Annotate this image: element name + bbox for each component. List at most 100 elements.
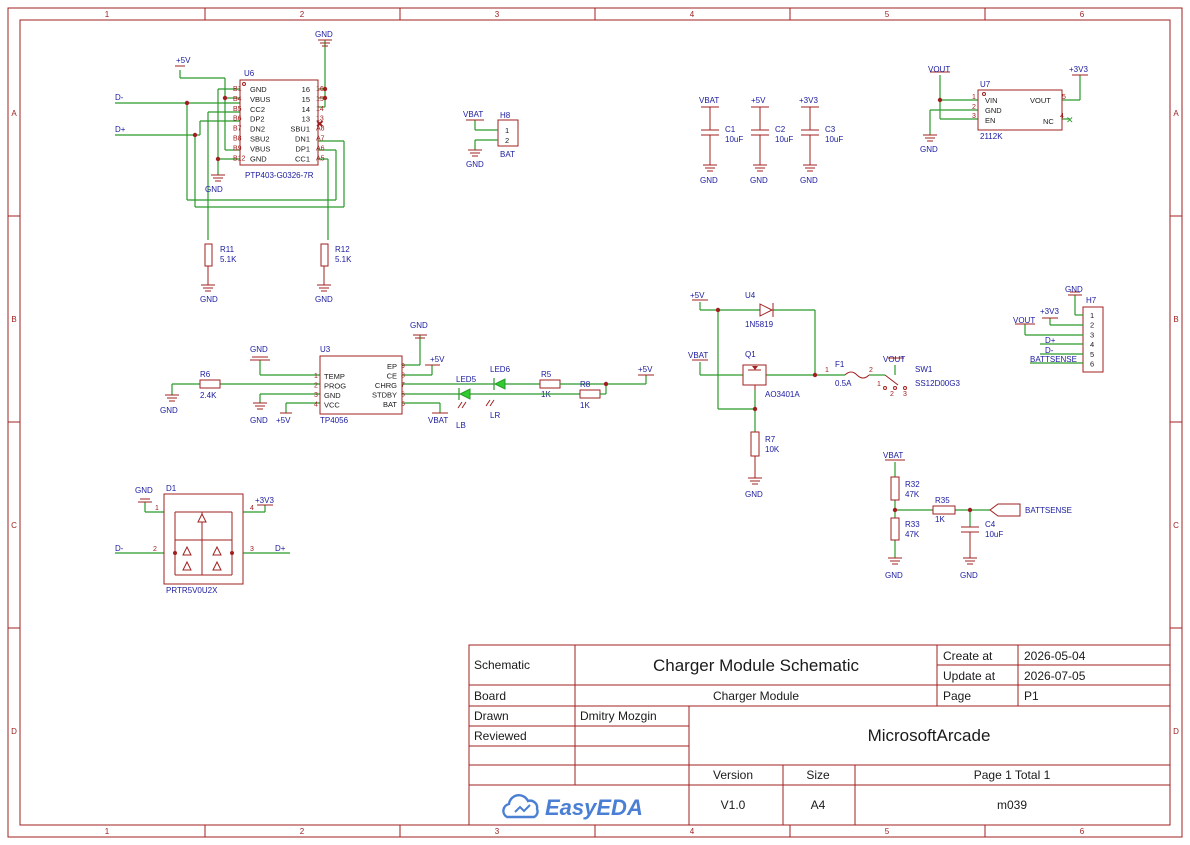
power-path-circuit[interactable]: +5V VBAT [688, 291, 896, 432]
u6-pin-name: DP2 [250, 115, 265, 124]
sw1-pin-num: 3 [903, 391, 907, 398]
vbat-label: VBAT [883, 451, 903, 460]
ground-label: GND [315, 295, 333, 304]
ground-label: GND [960, 571, 978, 580]
u6-pin-name: VBUS [250, 95, 270, 104]
row-label-left: A [11, 109, 17, 118]
r7-resistor[interactable]: R7 10K GND [745, 431, 780, 499]
led5-ref: LED5 [456, 375, 477, 384]
sw1-slide-switch[interactable]: VOUT SW1 SS12D00G3 1 2 3 [877, 355, 960, 398]
r35-resistor[interactable]: R35 1K [932, 496, 956, 524]
u7-ldo-regulator[interactable]: ✕ VOUT +3V3 GND U7 2112K 1 2 3 VIN GND E… [920, 65, 1088, 154]
c3-value: 10uF [825, 135, 843, 144]
led5-led[interactable]: LED5 LB [456, 375, 520, 430]
h7-pin-num: 5 [1090, 350, 1094, 359]
u6-pin-name: CC2 [250, 105, 265, 114]
tb-project-name: MicrosoftArcade [868, 726, 991, 745]
sw1-part: SS12D00G3 [915, 379, 960, 388]
u7-pin-name: EN [985, 116, 995, 125]
c4-ref: C4 [985, 520, 996, 529]
tb-reviewed-label: Reviewed [474, 729, 527, 743]
u6-pin-name: SBU2 [250, 135, 270, 144]
r32-resistor[interactable]: R32 47K [890, 476, 920, 501]
h7-pin-num: 2 [1090, 321, 1094, 330]
u6-pin-name: DP1 [295, 144, 310, 153]
u6-pin-num: A6 [316, 145, 325, 152]
u6-pin-name: 16 [302, 85, 310, 94]
u6-body [239, 79, 319, 166]
power-5v-label: +5V [276, 416, 291, 425]
u6-pin-name: SBU1 [290, 125, 310, 134]
d1-esd-protection[interactable]: GND +3V3 D- D+ D1 PRTR5V0U2X 1 2 3 4 [115, 484, 290, 595]
f1-pin-num: 2 [869, 367, 873, 374]
battery-sense-divider[interactable]: VBAT BATTSENSE GND [883, 451, 1072, 580]
row-label-right: A [1173, 109, 1179, 118]
c3-capacitor[interactable]: +3V3 C3 10uF GND [799, 96, 843, 185]
r6-value: 2.4K [200, 391, 217, 400]
r8-resistor[interactable]: R8 1K [520, 380, 609, 410]
u7-pin-name: GND [985, 106, 1002, 115]
u7-pin-num: 4 [1060, 113, 1064, 120]
u7-pin-num: 5 [1062, 94, 1066, 101]
u6-pin-name: DN2 [250, 125, 265, 134]
d1-ref: D1 [166, 484, 177, 493]
r12-resistor[interactable]: R12 5.1K GND [315, 243, 352, 304]
u6-pin-name: 15 [302, 95, 310, 104]
u3-pin-name: GND [324, 391, 341, 400]
u7-pin-num: 3 [972, 113, 976, 120]
u4-schottky-diode[interactable]: U4 1N5819 [745, 291, 774, 329]
u3-pin-num: 3 [314, 392, 318, 399]
h7-pin-num: 3 [1090, 330, 1094, 339]
r8-value: 1K [580, 401, 590, 410]
tb-update-date: 2026-07-05 [1024, 669, 1086, 683]
u7-pin-num: 2 [972, 104, 976, 111]
h7-net-label: GND [1065, 285, 1083, 294]
sw1-ref: SW1 [915, 365, 933, 374]
c2-value: 10uF [775, 135, 793, 144]
cloud-logo-icon [502, 794, 539, 819]
u3-charger-ic[interactable]: GND GND GND GND +5V +5V VBAT U3 TP4056 1… [160, 321, 460, 425]
d1-pin-num: 3 [250, 546, 254, 553]
q1-ref: Q1 [745, 350, 756, 359]
u6-pin-name: CC1 [295, 154, 310, 163]
h7-net-label: D+ [1045, 336, 1056, 345]
col-label-bottom: 1 [105, 827, 110, 836]
c4-capacitor[interactable]: C4 10uF GND [960, 520, 1003, 580]
d1-pin-num: 4 [250, 505, 254, 512]
r11-ref: R11 [220, 245, 235, 254]
c1-capacitor[interactable]: VBAT C1 10uF GND [699, 96, 743, 185]
h8-battery-header[interactable]: VBAT GND 1 2 H8 BAT [463, 110, 519, 169]
r7-ref: R7 [765, 435, 776, 444]
r6-resistor[interactable]: R6 2.4K [199, 370, 221, 400]
u3-part: TP4056 [320, 416, 349, 425]
ground-label: GND [800, 176, 818, 185]
u6-pin-num: 15 [316, 96, 324, 103]
tb-board-value: Charger Module [713, 689, 799, 703]
f1-fuse[interactable]: F1 0.5A 1 2 [825, 360, 873, 388]
h8-ref: H8 [500, 111, 511, 120]
led6-name: LR [490, 411, 500, 420]
led6-led[interactable]: LED6 LR [460, 365, 540, 420]
ground-u6-bottom: GND [205, 174, 225, 194]
row-label-right: D [1173, 727, 1179, 736]
led6-ref: LED6 [490, 365, 511, 374]
col-label-bottom: 6 [1080, 827, 1085, 836]
u3-pin-name: CHRG [375, 381, 397, 390]
h8-name: BAT [500, 150, 515, 159]
r11-resistor[interactable]: R11 5.1K GND [200, 243, 237, 304]
u6-pin-num: B9 [233, 145, 242, 152]
easyeda-logo-text: EasyEDA [545, 795, 643, 820]
col-label-top: 2 [300, 10, 305, 19]
tb-page-value: P1 [1024, 689, 1039, 703]
c2-capacitor[interactable]: +5V C2 10uF GND [750, 96, 793, 185]
u6-pin-name: 13 [302, 115, 310, 124]
tb-drawn-value: Dmitry Mozgin [580, 709, 657, 723]
vbat-label: VBAT [463, 110, 483, 119]
q1-pmos[interactable]: Q1 AO3401A [742, 350, 800, 399]
col-label-bottom: 4 [690, 827, 695, 836]
power-5v-label: +5V [638, 365, 653, 374]
ground-label: GND [410, 321, 428, 330]
r33-resistor[interactable]: R33 47K [890, 517, 920, 541]
